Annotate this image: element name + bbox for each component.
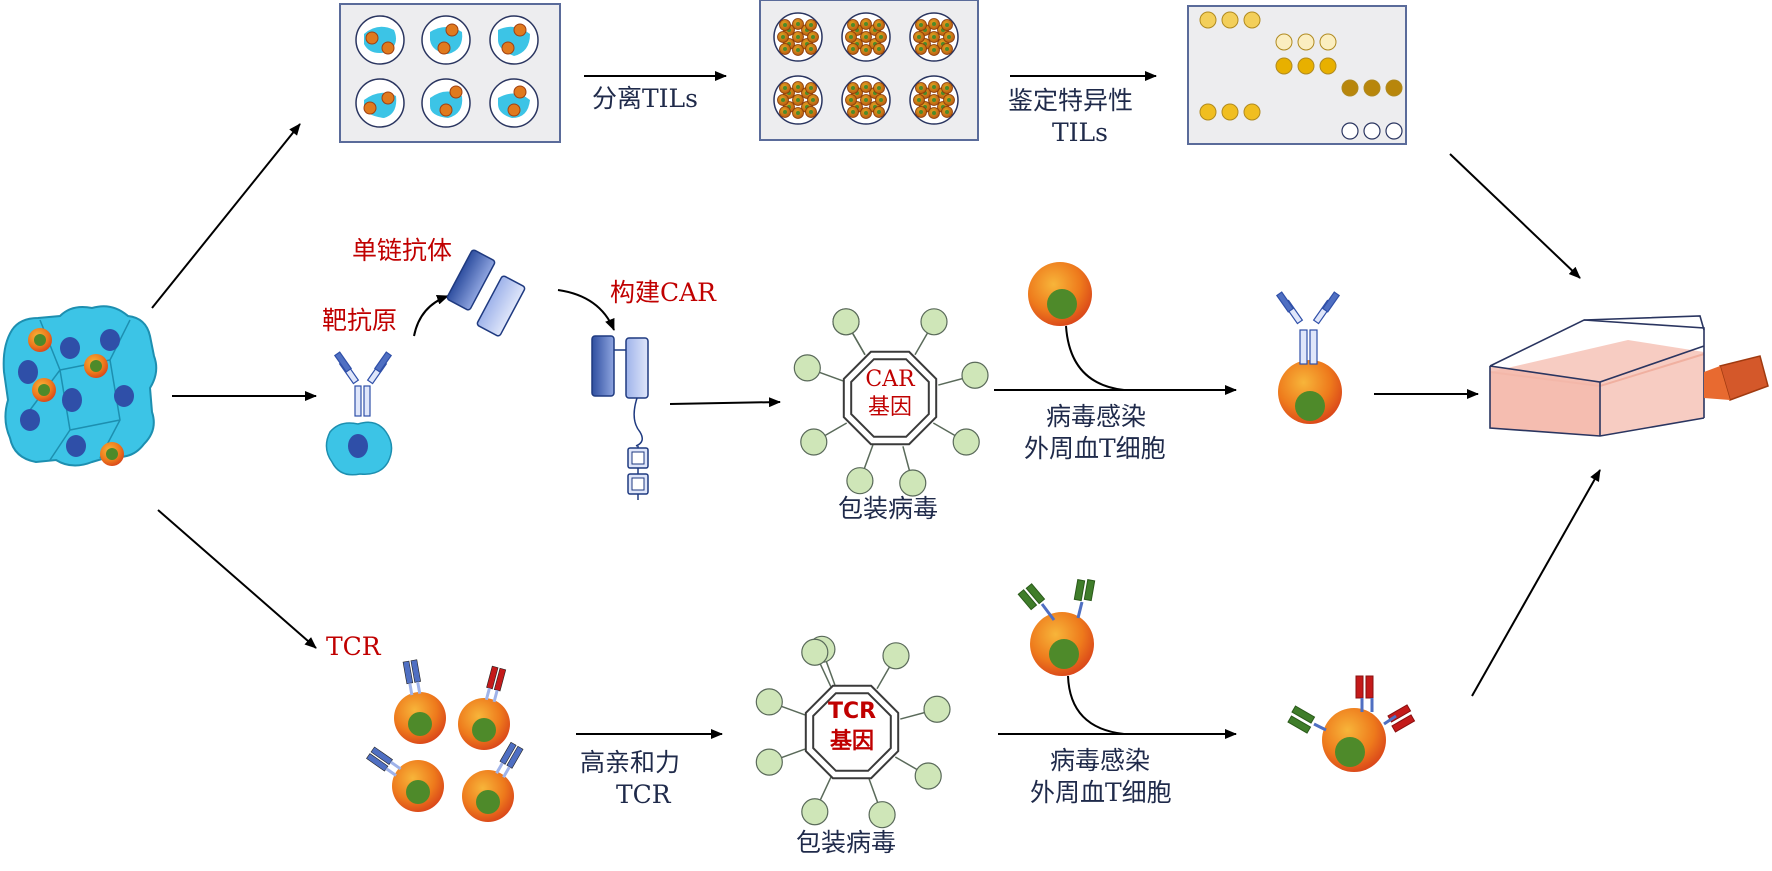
arrow-to-tcr	[157, 509, 317, 649]
arrow-to-tils	[151, 123, 301, 309]
label-build-car: 构建CAR	[610, 278, 717, 307]
label-package-virus: 包装病毒	[838, 494, 939, 523]
curve-t-cell-infect-car	[1065, 325, 1125, 391]
t-cell-icon	[1028, 262, 1092, 326]
label-package-virus-2: 包装病毒	[796, 828, 897, 857]
tumor-fragment-plate	[339, 3, 561, 143]
car-virus-icon	[793, 308, 989, 497]
tcr-gene-label-2: 基因	[830, 729, 874, 754]
scfv-icon	[446, 249, 526, 337]
til-expansion-plate	[759, 0, 979, 141]
tcr-virus-icon	[755, 635, 951, 829]
label-tils: TILs	[1052, 118, 1108, 147]
tcr-t-cell-group-icon	[366, 659, 524, 822]
label-identify-specific: 鉴定特异性	[1008, 86, 1134, 115]
car-gene-label-1: CAR	[865, 367, 916, 392]
til-specificity-plate	[1187, 5, 1407, 145]
t-cell-with-tcr-icon	[1017, 579, 1096, 676]
antibody-target-cell-icon	[325, 351, 393, 476]
culture-flask-icon	[1489, 315, 1769, 437]
curve-t-cell-infect-tcr	[1067, 675, 1125, 735]
label-infect-2: 外周血T细胞	[1024, 434, 1166, 463]
label-infect-1: 病毒感染	[1046, 402, 1147, 431]
label-infect-4: 外周血T细胞	[1030, 778, 1172, 807]
engineered-tcr-t-cell-icon	[1287, 675, 1416, 772]
car-t-cell-icon	[1275, 291, 1342, 424]
label-high-affinity: 高亲和力	[580, 748, 681, 777]
label-isolate-tils: 分离TILs	[592, 84, 698, 113]
label-scfv: 单链抗体	[352, 236, 453, 265]
arrow-to-car-virus	[669, 397, 781, 408]
label-infect-3: 病毒感染	[1050, 746, 1151, 775]
arrow-tils-to-flask	[1449, 153, 1581, 279]
label-tcr: TCR	[326, 632, 381, 661]
label-tcr-below: TCR	[616, 780, 671, 809]
curve-arrow-to-scfv	[413, 294, 449, 337]
arrow-tcr-to-flask	[1471, 469, 1601, 697]
tcr-gene-label-1: TCR	[828, 699, 876, 724]
car-construct-icon	[591, 335, 649, 500]
curve-arrow-to-car	[557, 289, 615, 331]
tumor-tissue-icon	[2, 305, 158, 467]
label-target-antigen: 靶抗原	[322, 306, 398, 335]
car-gene-label-2: 基因	[868, 395, 912, 420]
